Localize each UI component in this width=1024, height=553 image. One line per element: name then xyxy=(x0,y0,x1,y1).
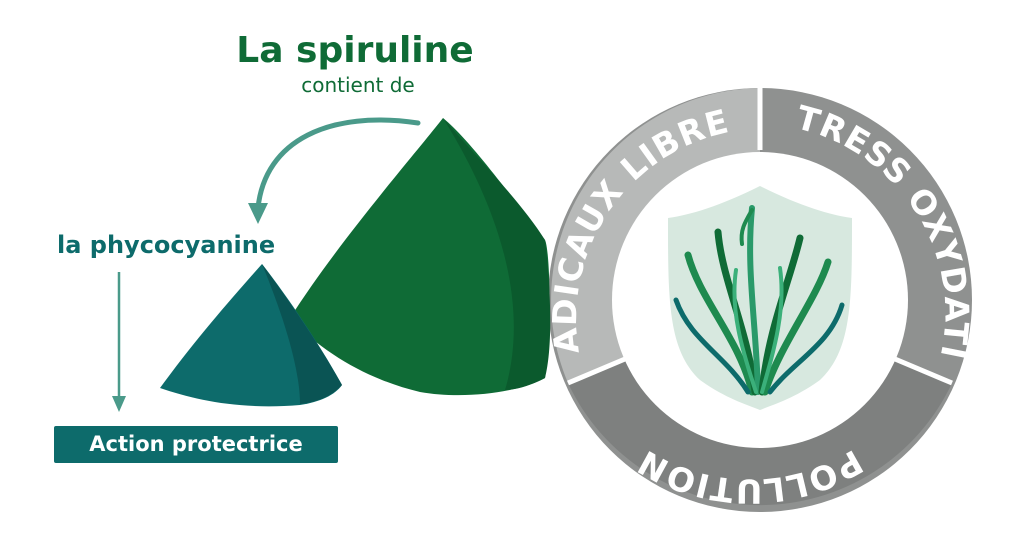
seaweed-icon xyxy=(673,205,845,396)
title-main: La spiruline xyxy=(236,30,473,71)
phycocyanin-powder-pile-icon xyxy=(160,264,342,407)
spirulina-powder-pile-icon xyxy=(290,118,551,396)
phycocyanine-label: la phycocyanine xyxy=(57,231,275,259)
action-protectrice-label: Action protectrice xyxy=(89,432,302,456)
title-sub: contient de xyxy=(301,73,415,97)
down-arrow xyxy=(112,272,126,412)
curved-arrow xyxy=(248,117,421,224)
action-protectrice-badge: Action protectrice xyxy=(54,426,338,463)
